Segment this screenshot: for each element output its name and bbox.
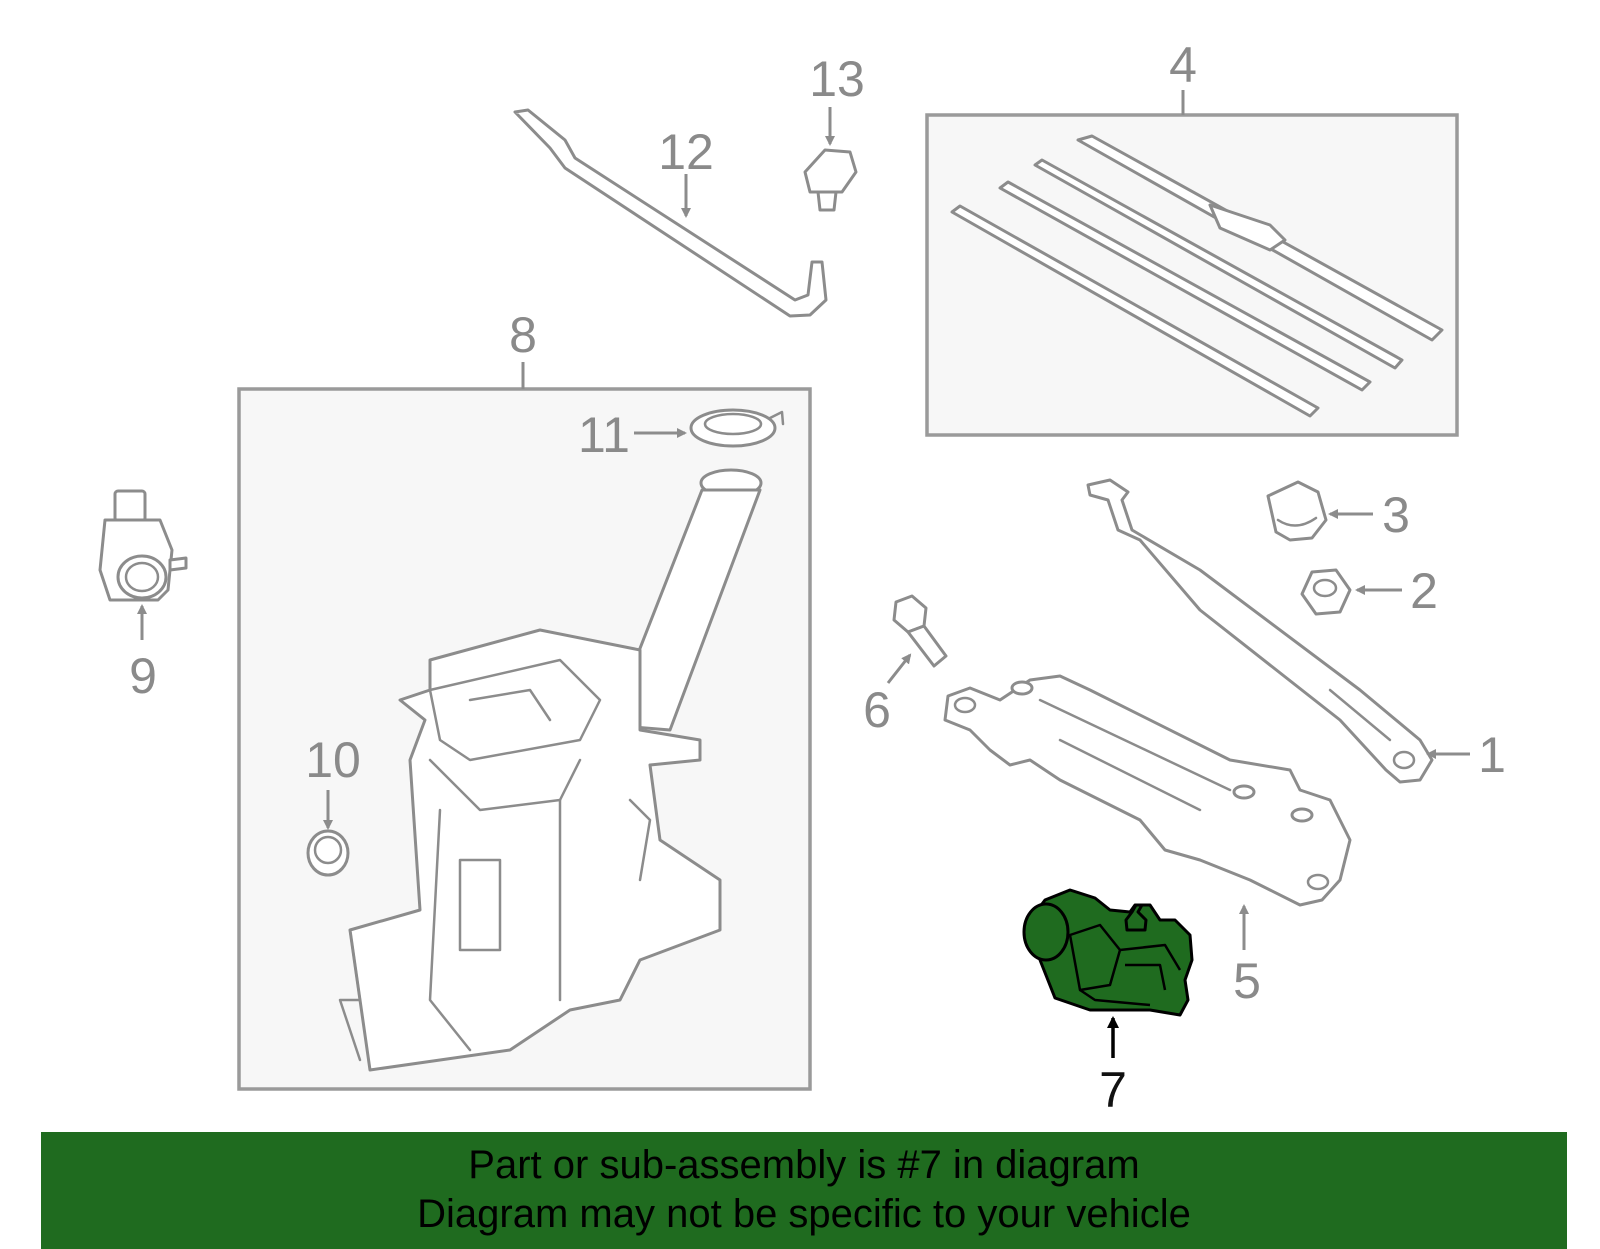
washer-reservoir-group[interactable]: 8 11 10 [237,307,812,1091]
callout-10[interactable]: 10 [305,732,361,788]
banner-line-2: Diagram may not be specific to your vehi… [417,1192,1191,1236]
pivot-cap-part[interactable] [1266,480,1328,542]
callout-4[interactable]: 4 [1169,37,1197,93]
callout-1[interactable]: 1 [1478,727,1506,783]
leader-6 [886,653,912,684]
callout-6[interactable]: 6 [863,682,891,738]
wiper-motor-part[interactable] [1022,888,1194,1017]
callout-7[interactable]: 7 [1099,1062,1127,1118]
washer-pump-part[interactable] [98,489,188,602]
wiper-blade-group[interactable]: 4 [925,37,1459,437]
callout-9[interactable]: 9 [129,648,157,704]
callout-8[interactable]: 8 [509,307,537,363]
grommet-part[interactable] [306,829,350,877]
bolt-part[interactable] [892,594,948,668]
reservoir-cap-part[interactable] [689,408,785,448]
callout-13[interactable]: 13 [809,51,865,107]
callout-5[interactable]: 5 [1233,953,1261,1009]
reservoir-tank-part[interactable] [338,468,763,1072]
parts-diagram: 4 8 11 [98,37,1506,1118]
washer-hose-part[interactable] [513,108,828,318]
callout-12[interactable]: 12 [658,124,714,180]
callout-3[interactable]: 3 [1382,487,1410,543]
wiper-arm-part[interactable] [1086,478,1434,784]
wiper-linkage-part[interactable] [943,674,1352,907]
wiper-blade-box [925,113,1459,437]
info-banner: Part or sub-assembly is #7 in diagram Di… [41,1132,1567,1249]
washer-nozzle-part[interactable] [803,148,858,212]
nut-part[interactable] [1300,568,1352,616]
callout-2[interactable]: 2 [1410,563,1438,619]
callout-11[interactable]: 11 [578,407,630,463]
banner-line-1: Part or sub-assembly is #7 in diagram [468,1143,1140,1187]
wiper-blade-part[interactable] [950,134,1444,418]
